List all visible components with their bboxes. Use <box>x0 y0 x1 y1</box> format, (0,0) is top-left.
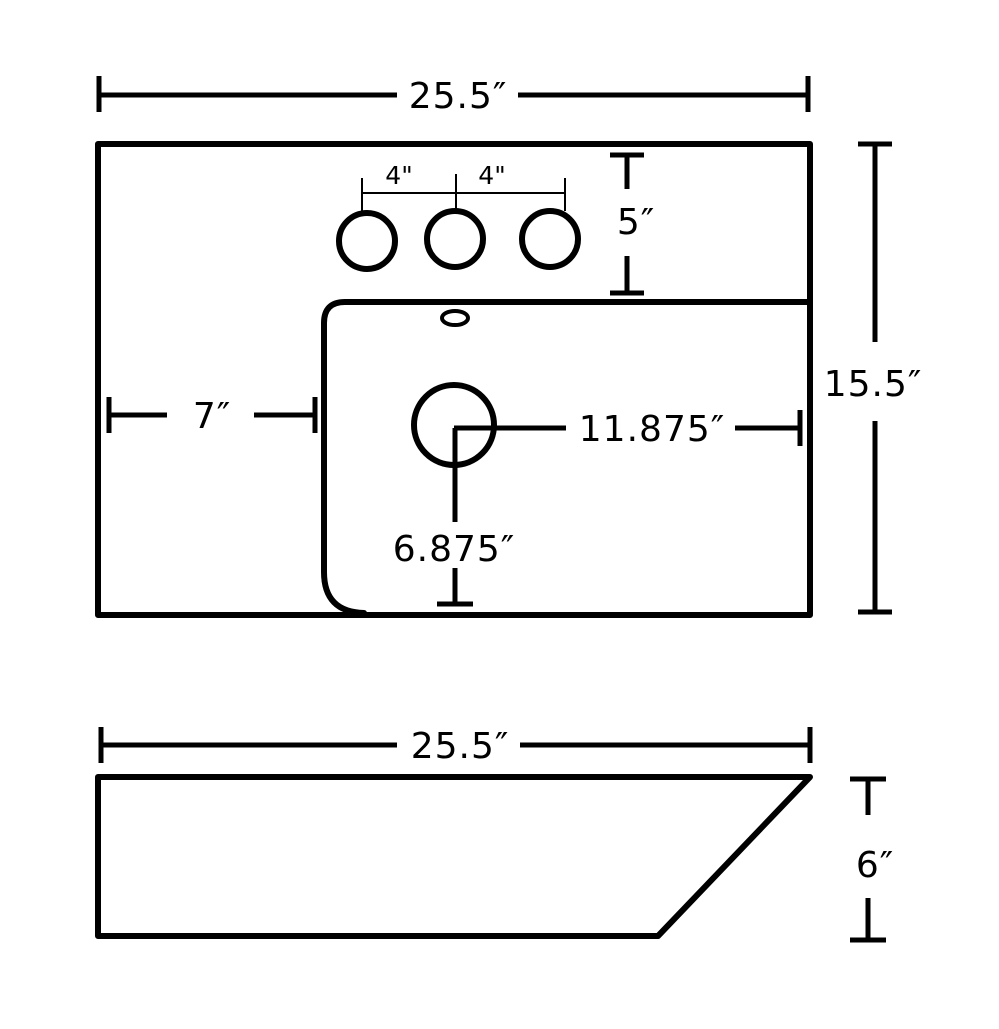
deck-depth-label: 5″ <box>617 202 655 243</box>
hole-spacing-right-label: 4" <box>478 161 505 190</box>
drain-front-label: 6.875″ <box>393 529 516 570</box>
side-height-dimension: 6″ <box>850 776 894 943</box>
top-width-label: 25.5″ <box>409 76 508 117</box>
faucet-hole-center-icon <box>424 208 486 270</box>
overflow-hole-icon <box>440 309 470 327</box>
hole-spacing-left-label: 4" <box>385 161 412 190</box>
drain-right-dimension: 11.875″ <box>454 409 803 450</box>
left-offset-dimension: 7″ <box>106 396 318 437</box>
top-view: 25.5″ 4" 4" 5″ <box>95 76 923 618</box>
faucet-hole-left-icon <box>336 210 398 272</box>
top-height-label: 15.5″ <box>824 364 923 405</box>
hole-spacing-dimension: 4" 4" <box>361 161 566 215</box>
side-height-label: 6″ <box>856 845 894 886</box>
left-offset-label: 7″ <box>193 396 231 437</box>
drain-front-dimension: 6.875″ <box>393 428 516 607</box>
top-width-dimension: 25.5″ <box>96 76 811 117</box>
deck-depth-dimension: 5″ <box>610 152 655 296</box>
drain-right-label: 11.875″ <box>579 409 725 450</box>
side-width-label: 25.5″ <box>411 726 510 767</box>
side-width-dimension: 25.5″ <box>98 726 813 767</box>
side-view: 25.5″ 6″ <box>95 726 894 943</box>
sink-side-outline <box>95 774 813 939</box>
sink-top-outline <box>95 141 813 618</box>
top-height-dimension: 15.5″ <box>824 141 923 615</box>
faucet-hole-right-icon <box>519 208 581 270</box>
basin-outline <box>321 299 813 616</box>
